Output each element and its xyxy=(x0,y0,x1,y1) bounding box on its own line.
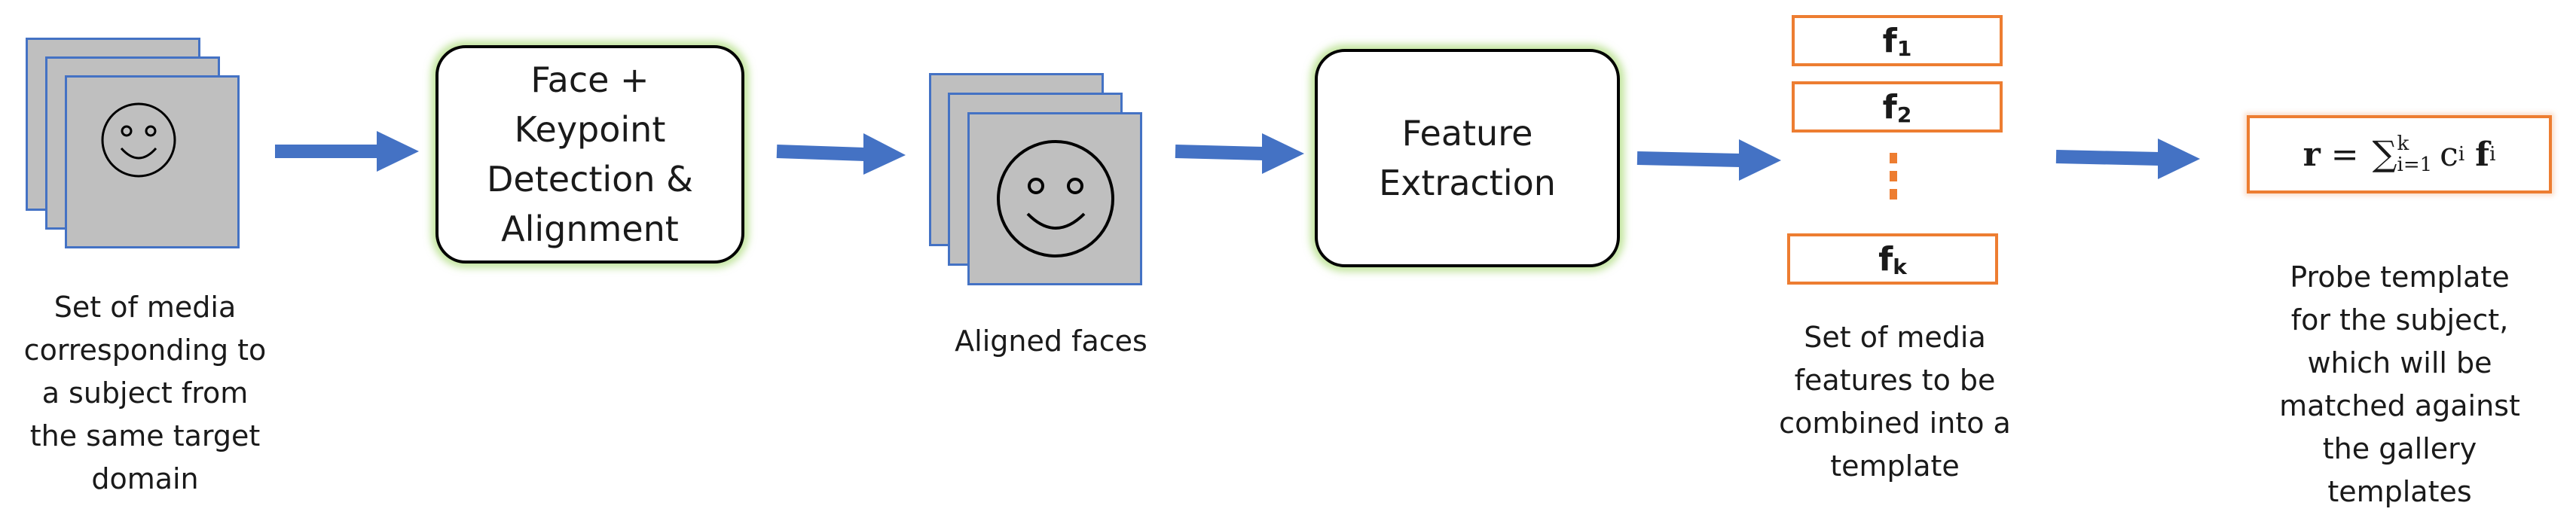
face-icon-large xyxy=(997,140,1114,257)
face-icon-small xyxy=(101,102,176,178)
arrow-right-icon xyxy=(776,133,906,175)
equation-var-sub: i xyxy=(2489,143,2496,166)
media-caption: Set of media corresponding to a subject … xyxy=(23,291,267,495)
feature-k-sub: k xyxy=(1893,254,1907,279)
feature-extraction-stage: Feature Extraction xyxy=(1315,49,1620,267)
summation-limits: k i=1 xyxy=(2397,133,2433,175)
equation-var: f xyxy=(2475,135,2490,174)
feature-ellipsis-icon xyxy=(1888,153,1899,207)
summation-upper: k xyxy=(2397,133,2409,155)
arrow-right-icon xyxy=(1175,133,1304,174)
aligned-card-front xyxy=(967,112,1142,285)
equation-summation: ∑ k i=1 xyxy=(2373,133,2440,175)
equation-equals: = xyxy=(2330,135,2359,174)
summation-symbol: ∑ xyxy=(2372,133,2397,174)
probe-caption: Probe template for the subject, which wi… xyxy=(2279,260,2520,508)
arrow-right-icon xyxy=(275,131,419,172)
feature-extraction-label: Feature Extraction xyxy=(1379,113,1556,203)
feature-2-base: f xyxy=(1882,87,1897,126)
features-caption: Set of media features to be combined int… xyxy=(1779,321,2011,483)
summation-lower: i=1 xyxy=(2397,154,2433,176)
arrow-right-icon xyxy=(2055,139,2200,179)
aligned-caption: Aligned faces xyxy=(955,324,1147,358)
equation-coef: c xyxy=(2440,135,2458,174)
feature-1-base: f xyxy=(1882,21,1897,60)
feature-2-sub: 2 xyxy=(1896,102,1912,127)
equation-lhs: r xyxy=(2303,135,2321,174)
media-card-front xyxy=(65,75,240,248)
feature-1-sub: 1 xyxy=(1896,35,1912,61)
feature-k-base: f xyxy=(1878,239,1893,279)
detection-alignment-label: Face + Keypoint Detection & Alignment xyxy=(487,59,693,249)
detection-alignment-stage: Face + Keypoint Detection & Alignment xyxy=(435,45,744,264)
equation-coef-sub: i xyxy=(2458,143,2465,166)
arrow-right-icon xyxy=(1636,139,1781,181)
